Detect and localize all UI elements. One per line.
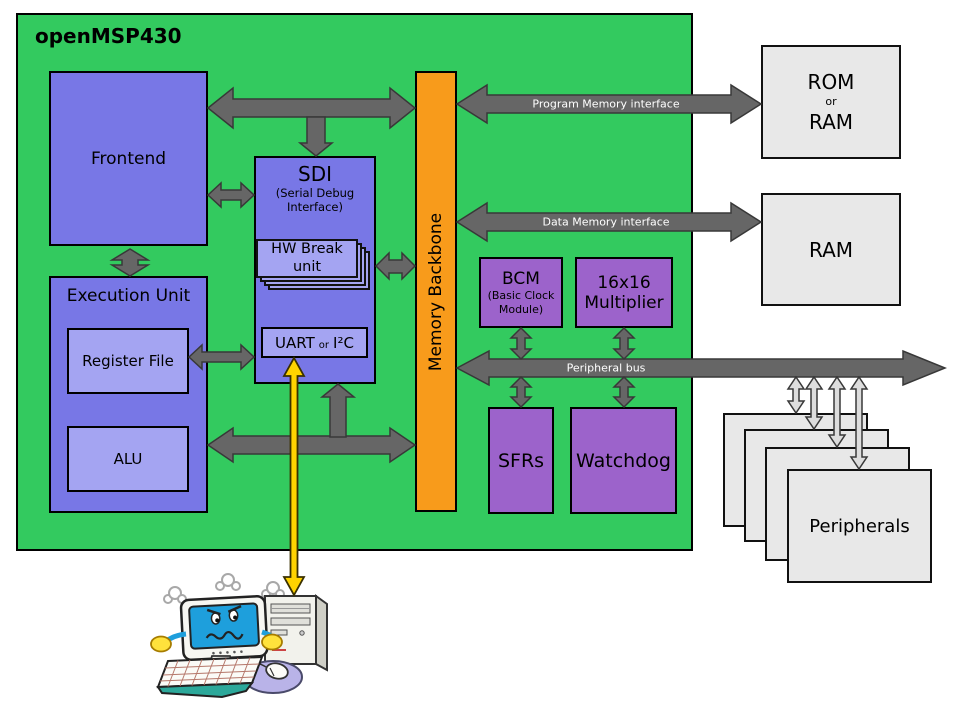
ram-label: RAM [808,237,854,262]
watchdog-label: Watchdog [576,449,671,472]
computer-keyboard [156,655,264,699]
peripherals-label: Peripherals [809,515,910,537]
rom-label: ROM [807,70,855,95]
data-memory-interface-label: Data Memory interface [542,215,670,229]
alu-label: ALU [113,450,143,468]
memory-backbone-block: Memory Backbone [415,71,457,512]
watchdog-block: Watchdog [570,407,677,514]
sdi-sublabel-line2: Interface) [287,200,343,215]
frontend-block: Frontend [49,71,208,246]
bcm-block: BCM (Basic Clock Module) [479,257,563,328]
hw-break-line1: HW Break [271,241,343,258]
multiplier-line2: Multiplier [584,292,664,313]
program-memory-interface-label: Program Memory interface [532,97,680,111]
rom-or-label: or [825,95,837,109]
steam-puff-icons [163,573,285,604]
memory-backbone-label: Memory Backbone [426,212,446,371]
angry-computer-illustration [150,573,328,699]
alu-block: ALU [67,426,189,492]
angry-face-icon [205,604,244,640]
bcm-sublabel-line1: (Basic Clock [487,289,555,303]
diagram-title: openMSP430 [35,24,182,48]
right-glove-icon [261,633,283,651]
i2c-label: I²C [333,333,354,352]
bcm-label: BCM [502,269,540,290]
peripherals-block: Peripherals [787,469,932,583]
rom-ram-label: RAM [808,109,854,134]
ram-block: RAM [761,193,901,306]
sfrs-label: SFRs [497,449,545,472]
computer-arms [150,629,283,653]
rom-ram-block: ROM or RAM [761,45,901,159]
monitor-stand [198,655,246,673]
multiplier-line1: 16x16 [597,272,651,293]
execution-unit-label: Execution Unit [66,286,191,306]
register-file-block: Register File [67,328,189,394]
computer-monitor [179,595,269,662]
sdi-label: SDI [298,162,332,186]
hw-break-line2: unit [292,258,322,275]
bcm-sublabel-line2: Module) [498,302,544,316]
uart-i2c-block: UART or I²C [261,327,368,358]
multiplier-block: 16x16 Multiplier [575,257,673,328]
sfrs-block: SFRs [488,407,554,514]
computer-tower [264,594,328,672]
register-file-label: Register File [82,352,174,370]
uart-or-label: or [318,339,330,351]
hw-break-unit-block: HW Break unit [256,239,358,278]
uart-label: UART [275,333,315,352]
frontend-label: Frontend [90,148,167,169]
arrow-bus-peripheral-1 [786,375,806,415]
peripheral-bus-label: Peripheral bus [566,361,646,375]
computer-mouse [242,660,303,694]
sdi-sublabel-line1: (Serial Debug [275,186,355,200]
left-glove-icon [150,635,172,653]
